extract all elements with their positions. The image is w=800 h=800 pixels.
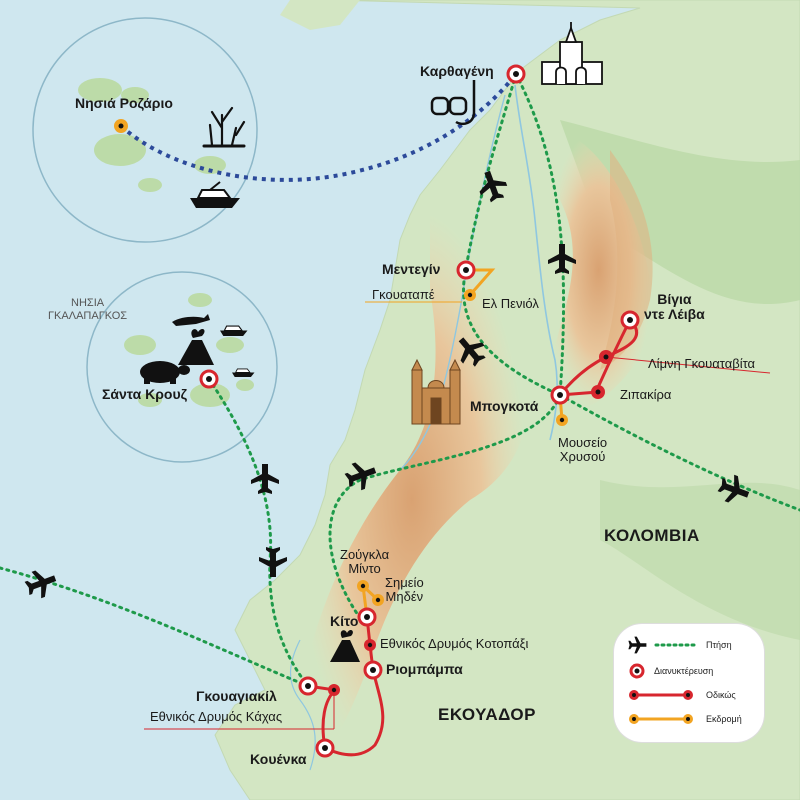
river-cauca xyxy=(399,94,506,471)
pin-medellin xyxy=(456,260,476,280)
legend-road-label: Οδικώς xyxy=(706,690,736,700)
legend-overnight-label: Διανυκτέρευση xyxy=(654,666,714,676)
label-riobamba: Ριομπάμπα xyxy=(386,661,463,677)
road-bogota-villaleyva xyxy=(558,317,639,396)
dot-mindo xyxy=(357,580,369,592)
airplane-icon xyxy=(458,337,486,367)
pin-santa-cruz xyxy=(199,369,219,389)
cathedral-icon xyxy=(541,22,603,85)
river-ecuador xyxy=(289,639,316,771)
pin-guayaquil xyxy=(298,676,318,696)
airplane-icon xyxy=(717,474,750,503)
label-quito: Κίτο xyxy=(330,613,359,629)
legend-excursion-label: Εκδρομή xyxy=(706,714,742,724)
snorkel-icon xyxy=(430,80,476,126)
stop-guatavita xyxy=(599,350,613,364)
legend-flight-symbol xyxy=(628,636,696,654)
legend-excursion-symbol xyxy=(629,714,693,724)
legend-row-flight: Πτήση xyxy=(628,636,732,654)
excursion-dots xyxy=(114,119,568,606)
rosario-islands xyxy=(78,78,226,192)
flight-medellin-bogota xyxy=(462,266,562,397)
label-guatavita: Λίμνη Γκουαταβίτα xyxy=(648,356,756,371)
label-zipaquira: Ζιπακίρα xyxy=(620,387,672,402)
legend-row-road: Οδικώς xyxy=(628,686,736,704)
iguana-icon xyxy=(172,314,210,326)
label-santa-cruz: Σάντα Κρουζ xyxy=(102,386,188,402)
pin-cartagena xyxy=(506,64,526,84)
pin-quito xyxy=(357,607,377,627)
label-cuenca: Κουένκα xyxy=(250,751,307,767)
airplane-icon xyxy=(24,570,57,599)
pin-cuenca xyxy=(315,738,335,758)
land-north xyxy=(280,0,360,30)
label-colombia: ΚΟΛΟΜΒΙΑ xyxy=(604,526,700,545)
label-guayaquil: Γκουαγιακίλ xyxy=(196,688,277,704)
rosario-inset xyxy=(32,17,258,243)
label-ecuador: ΕΚΟΥΑΔΟΡ xyxy=(438,705,536,724)
label-cotopaxi: Εθνικός Δρυμός Κοτοπάξι xyxy=(380,636,529,651)
label-line-guatavita xyxy=(605,356,771,374)
lowland-patch-2 xyxy=(600,480,800,640)
label-rosario: Νησιά Ροζάριο xyxy=(75,95,173,111)
airplane-icon xyxy=(344,462,377,491)
airplane-icons xyxy=(24,170,750,599)
airplane-icon xyxy=(479,170,508,203)
pin-riobamba xyxy=(363,660,383,680)
dot-gold-museum xyxy=(556,414,568,426)
boat-icon xyxy=(232,368,255,377)
flight-bogota-east xyxy=(558,393,800,512)
label-penol: Ελ Πενιόλ xyxy=(482,296,539,311)
stop-zipaquira xyxy=(591,385,605,399)
label-galapagos-region: ΝΗΣΙΑ ΓΚΑΛΑΠΑΓΚΟΣ xyxy=(48,297,128,322)
andes-east-2 xyxy=(600,150,653,370)
galapagos-islands xyxy=(124,293,254,407)
coral-icon xyxy=(202,106,246,148)
stop-cotopaxi xyxy=(364,639,376,651)
map-legend: Πτήση Διανυκτέρευση Οδικώς Εκδρομή xyxy=(614,624,764,742)
dot-rosario xyxy=(114,119,128,133)
pin-bogota xyxy=(550,385,570,405)
volcano-icon xyxy=(330,629,360,662)
label-medellin: Μεντεγίν xyxy=(382,261,441,277)
airplane-icon xyxy=(259,547,287,577)
legend-road-symbol xyxy=(629,690,693,700)
airplane-icon xyxy=(251,464,279,494)
label-mindo: Ζούγκλα Μίντο xyxy=(340,547,390,576)
andes-central xyxy=(295,210,528,790)
legend-row-overnight: Διανυκτέρευση xyxy=(628,662,713,680)
road-quito-guayaquil xyxy=(307,616,385,757)
boat-icon xyxy=(220,325,248,336)
flight-bogota-quito xyxy=(328,393,562,620)
church-icon xyxy=(411,358,461,425)
airplane-icon xyxy=(548,244,576,274)
label-villa-leyva: Βίγια ντε Λέιβα xyxy=(644,291,705,322)
road-stops xyxy=(328,350,613,696)
label-guatape: Γκουαταπέ xyxy=(372,287,435,302)
label-bogota: Μπογκοτά xyxy=(470,398,539,414)
road-routes xyxy=(307,317,639,757)
dot-penol xyxy=(464,289,476,301)
legend-row-excursion: Εκδρομή xyxy=(628,710,742,728)
label-cajas: Εθνικός Δρυμός Κάχας xyxy=(150,709,283,724)
legend-overnight-symbol xyxy=(629,663,645,679)
label-cartagena: Καρθαγένη xyxy=(420,63,494,79)
pin-villa-leyva xyxy=(620,310,640,330)
volcano-icon xyxy=(178,329,214,365)
legend-flight-label: Πτήση xyxy=(706,640,732,650)
boat-icon xyxy=(190,181,240,208)
turtle-icon xyxy=(140,361,190,384)
flight-cartagena-bogota xyxy=(514,72,566,397)
label-mid-world: Σημείο Μηδέν xyxy=(385,575,424,604)
dot-mid-world xyxy=(372,594,384,606)
overnight-pins xyxy=(199,64,640,758)
stop-cajas xyxy=(328,684,340,696)
flight-cartagena-medellin xyxy=(464,72,518,270)
label-gold-museum: Μουσείο Χρυσού xyxy=(558,435,608,464)
